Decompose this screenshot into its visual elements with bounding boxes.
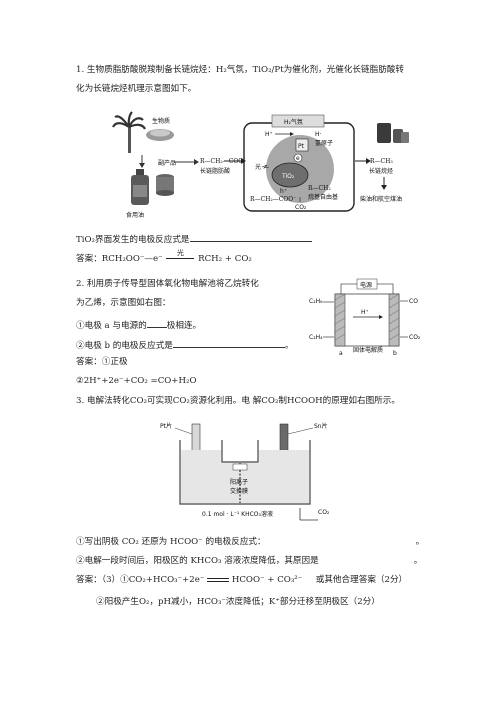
fuel-barrels-icon (377, 123, 409, 143)
fuel-label: 柴油和航空煤油 (360, 195, 402, 203)
h2-atmosphere-label: H₂气氛 (284, 118, 303, 126)
electrolysis-tank (179, 440, 311, 505)
radical-formula: R—CH₂ (308, 185, 331, 192)
palm-tree-icon (112, 111, 146, 153)
q2-electrolysis-figure: 电源 H⁺ C₂H₆ C₂H₄ CO CO₂ a b 固体电解质 (305, 276, 435, 366)
co-label: CO (409, 298, 418, 305)
co2-label: CO₂ (295, 204, 307, 211)
solution-label: 0.1 mol · L⁻¹ KHCO₃溶液 (202, 510, 273, 518)
power-source (356, 278, 378, 290)
h-plus-label: H⁺ (265, 131, 273, 138)
fatty-acid-name: 长链脂肪酸 (200, 167, 230, 175)
electron-label: e (296, 155, 300, 162)
ethylene-label: C₂H₄ (309, 334, 323, 341)
carboxylate-label: R—CH₂—COO⁻ (250, 196, 296, 203)
power-label: 电源 (360, 281, 372, 289)
equilibrium-equals-sign (207, 577, 230, 582)
co2-inlet-label: CO₂ (318, 509, 330, 516)
membrane-label-1: 阳离子 (230, 478, 248, 486)
q3-electrolysis-figure: 阳离子 交换膜 Pt片 Sn片 CO₂ 0.1 mol · L⁻¹ KHCO₃溶… (150, 416, 350, 526)
electrode-a (334, 293, 346, 347)
q2-answer2: ②2H⁺+2e⁻+CO₂ =CO+H₂O (76, 376, 197, 386)
alkane-name: 长链烷烃 (369, 167, 393, 175)
light-label: 光 (255, 163, 261, 171)
q1-line2: 化为长链烷烃机理示意图如下。 (76, 84, 197, 94)
reaction-arrow (166, 258, 195, 259)
biomass-label: 生物质 (152, 117, 170, 125)
byproduct-label: 副产品 (158, 159, 176, 167)
reaction-condition: 光 (176, 249, 184, 257)
alkane-formula: R—CH₃ (370, 158, 393, 165)
electrode-a-label: a (339, 350, 343, 357)
co2-label: CO₂ (409, 334, 421, 341)
radical-label: 烷基自由基 (308, 193, 338, 201)
pt-label: Pt (298, 143, 305, 150)
membrane-label-2: 交换膜 (230, 487, 248, 495)
q3-answer1: 答案：（3）①CO₂+HCO₃⁻+2e⁻ HCOO⁻ + CO₃²⁻ 或其他合理… (76, 575, 408, 585)
hole-label: h⁺ (280, 188, 287, 195)
q1-mechanism-figure: 生物质 食用油 副产品 R—CH₂—COOH 长链脂肪酸 H₂气氛 TiO₂ P… (112, 105, 412, 225)
byproduct-can-icon (156, 174, 174, 196)
q2-line1: 2. 利用质子传导型固体氧化物电解池将乙烷转化 (76, 279, 259, 289)
q3-answer2: ②阳极产生O₂，pH减小，HCO₃⁻浓度降低；K⁺部分迁移至阴极区（2分） (96, 597, 380, 607)
q1-prompt: TiO₂界面发生的电极反应式是 (76, 232, 312, 246)
q1-line1: 1. 生物质脂肪酸脱羧制备长链烷烃：H₂气氛，TiO₂/Pt为催化剂，光催化长链… (76, 65, 404, 75)
q2-answer1: 答案：①正极 (76, 357, 128, 367)
ethane-label: C₂H₆ (309, 298, 323, 305)
electrode-b-label: b (393, 350, 397, 357)
answer-blank[interactable] (146, 318, 167, 328)
q3-sub1: ①写出阴极 CO₂ 还原为 HCOO⁻ 的电极反应式：。 (76, 537, 425, 547)
pt-label: Pt片 (160, 422, 172, 430)
tio2-label: TiO₂ (281, 173, 295, 180)
answer-blank[interactable] (172, 338, 285, 348)
electrode-b (388, 293, 400, 347)
sn-label: Sn片 (314, 422, 328, 430)
electrolyte-label: 固体电解质 (353, 346, 383, 354)
q2-sub2: ②电极 b 的电极反应式是。 (76, 338, 294, 352)
q2-sub1: ①电极 a 与电源的极相连。 (76, 318, 201, 332)
cell-box (334, 293, 400, 347)
q3-line1: 3. 电解法转化CO₂可实现CO₂资源化利用。电 解CO₂制HCOOH的原理如右… (76, 396, 400, 406)
answer-blank[interactable] (189, 232, 312, 242)
q2-line2: 为乙烯，示意图如右图： (76, 298, 171, 308)
edible-oil-label: 食用油 (126, 211, 144, 219)
q3-sub2: ②电解一段时间后，阳极区的 KHCO₃ 溶液浓度降低，其原因是。 (76, 556, 423, 566)
h-atom-symbol: H· (315, 131, 322, 138)
q1-answer: 答案：RCH₂OO⁻—e⁻ 光 RCH₂ + CO₂ (76, 249, 252, 264)
h-atom-label: 氢原子 (315, 139, 333, 147)
proton-label: H⁺ (361, 309, 369, 316)
edible-oil-bottle-icon (131, 169, 149, 205)
